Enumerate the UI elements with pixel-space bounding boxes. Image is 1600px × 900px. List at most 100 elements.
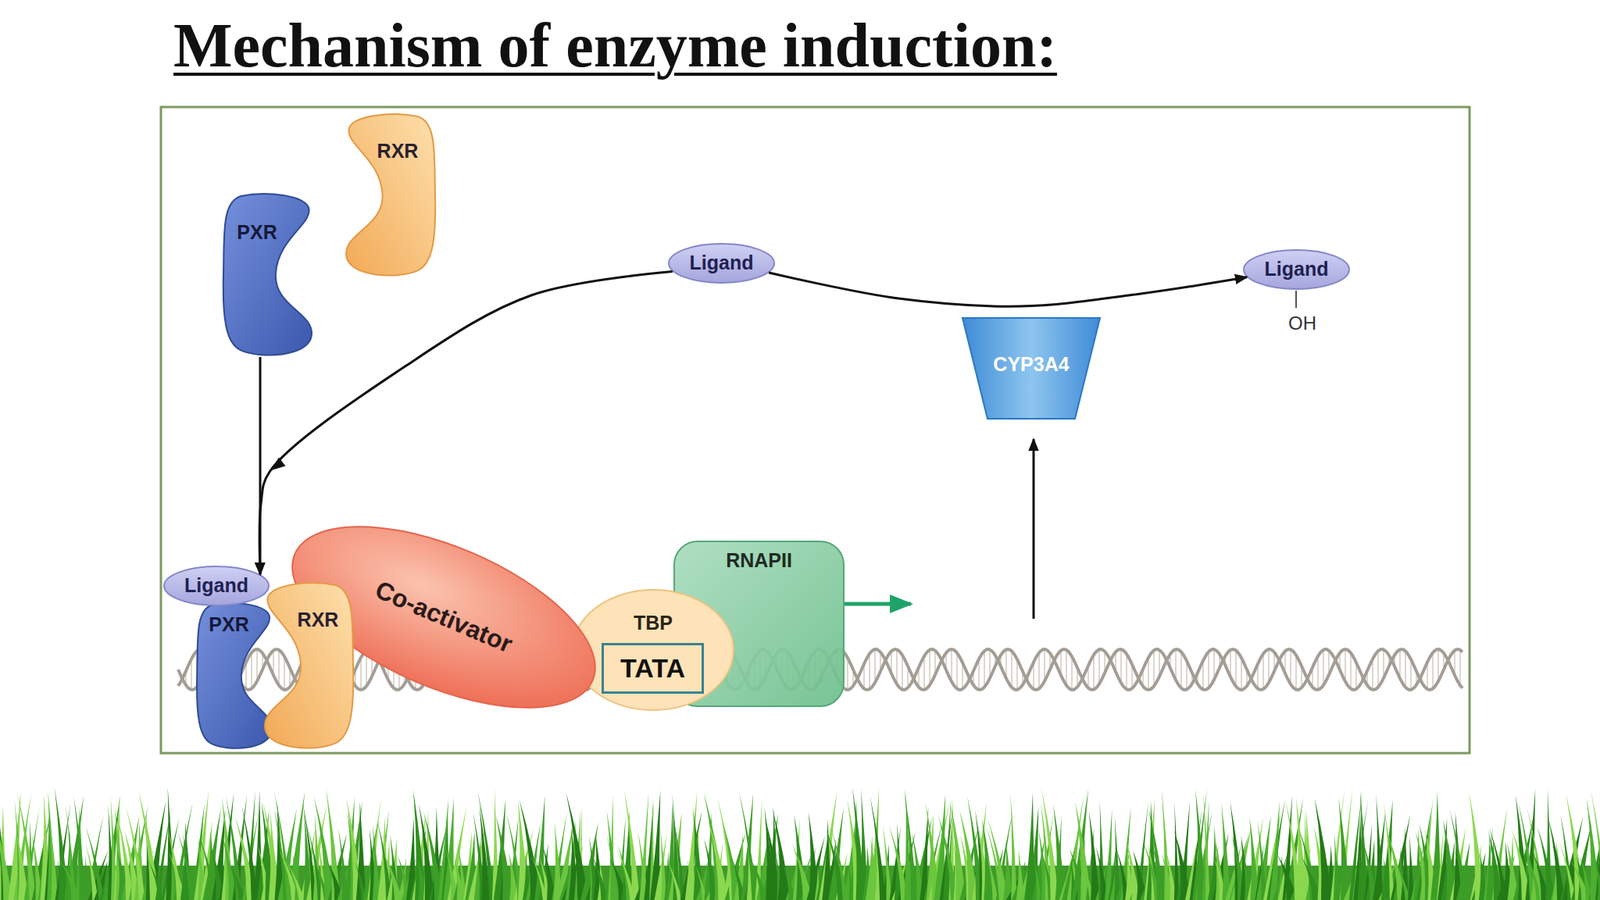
dna-rung [868,653,871,690]
dna-rung [1240,657,1243,690]
rxr-receptor: RXR [260,581,358,750]
node-label: PXR [236,221,277,244]
dna-rung [1098,649,1100,684]
grass-blade [477,790,496,900]
dna-rung [1016,659,1018,690]
grass-blade [1041,788,1060,900]
grass-blade [1010,792,1018,900]
grass-blade [771,807,790,900]
grass-blade [1547,816,1565,900]
dna-rung [1092,654,1095,690]
dna-rung [1125,653,1128,690]
grass-blade [1203,791,1211,900]
dna-rung [190,659,193,690]
tata-box-shape [603,644,704,693]
grass-blade [1032,854,1042,900]
pxr-receptor-shape [196,603,272,749]
dna-rung [1147,657,1150,690]
dna-rung [928,650,931,686]
grass-blade [1375,795,1383,900]
dna-rung [901,655,904,690]
transcription-arrow [844,602,911,607]
dna-rung [1207,651,1210,688]
dna-rung [1377,650,1379,687]
grass-blade [1590,789,1600,900]
dna-rung [1267,649,1270,683]
grass-blade [85,825,104,900]
grass-blade [985,850,999,900]
grass-blade [17,793,36,900]
node-label: Ligand [184,575,249,597]
slide-title: Mechanism of enzyme induction: [173,9,1058,82]
tbp-ellipse-shape [572,589,734,711]
dna-rung [983,650,986,687]
node-label: CYP3A4 [992,353,1069,376]
dna-rung [1235,650,1237,687]
rxr-receptor-shape [264,582,354,748]
dna-rung [1262,653,1265,690]
coactivator-ellipse-shape [267,489,620,745]
pxr-receptor-outline [219,192,317,358]
grass-border [0,786,1600,900]
grass-blade [903,788,918,900]
rxr-receptor-shape [346,114,436,276]
flow-arrow [768,272,1247,307]
dna-rung [956,653,958,690]
dna-rung [846,657,849,690]
grass-blade [1221,803,1231,900]
tata-box: TATA [601,642,704,694]
node-label: RXR [297,609,340,632]
dna-rung [896,649,898,684]
grass-blade [1595,863,1600,900]
grass-blade [882,825,892,900]
grass-blade [125,806,146,900]
dna-rung [360,657,362,690]
binding-arrowhead [267,457,286,475]
dna-rung [1437,649,1440,682]
hydroxyl-bond [1295,290,1297,308]
grass-blade [325,787,341,900]
dna-rung [874,649,876,683]
grass-blade [447,807,468,900]
grass-blade [1453,851,1474,900]
dna-rung [1010,650,1013,687]
grass-blade [870,795,886,900]
grass-blade [739,790,758,900]
grass-blade [147,858,165,900]
dna-rung [1371,659,1374,690]
dna-rung [278,650,280,686]
dna-rung [978,659,980,690]
dna-rung [1043,649,1046,682]
expression-arrow [1032,439,1036,619]
dna-rung [1322,650,1325,686]
chemical-group-label: OH [1288,312,1317,335]
dna-rung [250,652,253,689]
grass-blade [672,811,686,900]
node-label: Ligand [1264,258,1329,281]
dna-rung [256,649,258,682]
dna-rung [1213,649,1215,680]
dna-rung [1459,650,1461,686]
dna-rung [1153,650,1155,686]
cyp3a4-enzyme-shape [962,317,1100,419]
flow-arrow [259,357,262,575]
node-label: RXR [377,140,419,163]
dna-rung [1065,650,1068,686]
dna-rung [1350,653,1352,690]
grass-blade [624,789,640,900]
ligand-ellipse-shape [668,243,775,283]
cyp3a4-enzyme: CYP3A4 [960,316,1102,421]
node-label: PXR [208,614,249,636]
dna-rung [1038,652,1040,689]
node-label: TATA [620,653,686,683]
dna-rung [1432,652,1434,689]
dna-rung [1410,659,1412,690]
dna-rung [1071,656,1073,690]
grass-blade [591,853,608,900]
pxr-receptor: PXR [193,601,276,750]
ligand-ellipse-shape [164,566,269,606]
grass-blade [607,834,620,900]
